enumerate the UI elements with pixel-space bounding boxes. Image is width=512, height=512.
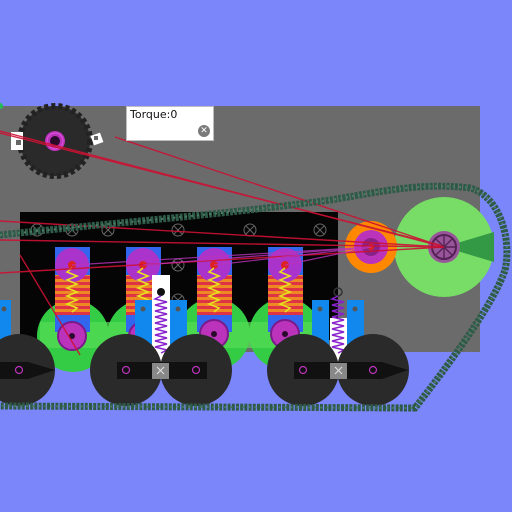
- laser-lines: [0, 130, 445, 356]
- torque-value: 0: [170, 108, 178, 121]
- torque-readout: Torque:0: [130, 108, 177, 121]
- suspension-blocks[interactable]: [0, 300, 364, 355]
- track-chain: [0, 182, 511, 412]
- torque-label: Torque:: [130, 108, 171, 121]
- yellow-springs: [64, 267, 293, 313]
- edge-marker: [0, 103, 3, 109]
- bogie-bars: [0, 362, 408, 379]
- purple-springs: [152, 275, 347, 366]
- torque-panel[interactable]: Torque:0 ✕: [126, 106, 214, 141]
- linkage-lines: [71, 246, 372, 266]
- close-icon[interactable]: ✕: [198, 125, 210, 137]
